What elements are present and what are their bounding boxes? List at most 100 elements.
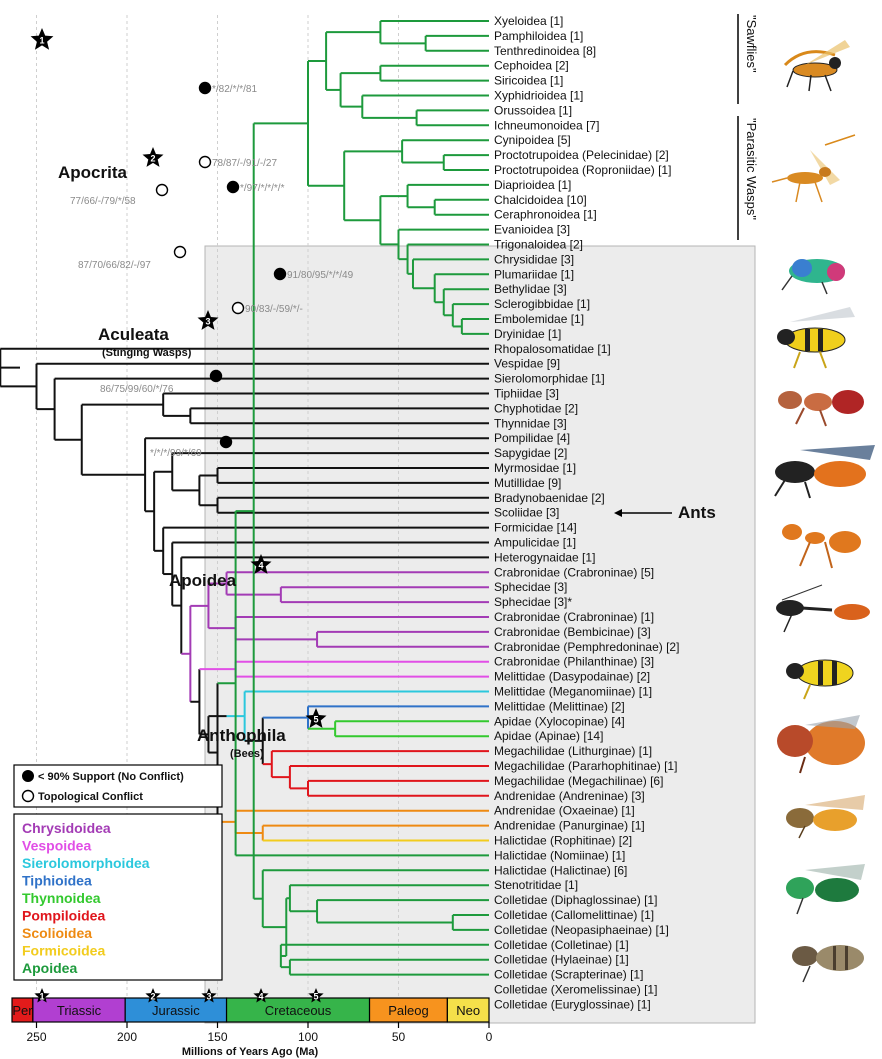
taxon-label: Melittidae (Melittinae) [2] (494, 699, 625, 713)
taxon-label: Heterogynaidae [1] (494, 550, 595, 564)
axis-tick-label: 50 (392, 1030, 406, 1044)
period-label: Cretaceous (265, 1003, 332, 1018)
cuckoo-wasp-photo (772, 246, 867, 296)
taxon-label: Xyphidrioidea [1] (494, 89, 583, 103)
node-star-5-number: 5 (313, 715, 318, 725)
taxon-label: Halictidae (Halictinae) [6] (494, 863, 627, 877)
taxon-label: Thynnidae [3] (494, 416, 567, 430)
aculeata-panel (205, 246, 755, 1023)
legend-conflict-label: Topological Conflict (38, 791, 143, 803)
ant-photo (770, 510, 870, 570)
taxon-label: Pompilidae [4] (494, 431, 570, 445)
taxon-label: Sphecidae [3]* (494, 595, 572, 609)
period-label: Jurassic (152, 1003, 200, 1018)
taxon-label: Colletidae (Euryglossinae) [1] (494, 997, 651, 1011)
parasitic-wasp-photo (770, 130, 860, 210)
axis-tick-label: 100 (298, 1030, 318, 1044)
taxon-label: Crabronidae (Philanthinae) [3] (494, 655, 654, 669)
superfamily-pompiloidea: Pompiloidea (22, 908, 105, 924)
superfamily-tiphioidea: Tiphioidea (22, 873, 92, 889)
support-value: 78/87/-/91/-/27 (212, 158, 277, 169)
sawfly-photo (775, 25, 865, 95)
taxon-label: Myrmosidae [1] (494, 461, 576, 475)
taxon-label: Colletidae (Neopasiphaeinae) [1] (494, 923, 669, 937)
support-value: 91/80/95/*/*/49 (287, 270, 354, 281)
taxon-label: Cynipoidea [5] (494, 133, 571, 147)
taxon-label: Diaprioidea [1] (494, 178, 571, 192)
taxon-label: Trigonaloidea [2] (494, 238, 583, 252)
taxon-label: Halictidae (Rophitinae) [2] (494, 834, 632, 848)
anthophila-sublabel: (Bees) (230, 748, 264, 760)
taxon-label: Chyphotidae [2] (494, 401, 578, 415)
support-value: */*/*/99/*/69 (150, 448, 202, 459)
sweat-bee-photo (765, 858, 875, 918)
superfamily-thynnoidea: Thynnoidea (22, 890, 101, 906)
sawflies-label: "Sawflies" (744, 15, 759, 73)
taxon-label: Crabronidae (Pemphredoninae) [2] (494, 640, 679, 654)
anthophila-label: Anthophila (197, 726, 286, 745)
axis-tick-label: 0 (486, 1030, 493, 1044)
aculeata-label: Aculeata (98, 325, 169, 344)
mining-bee-photo (765, 790, 875, 840)
taxon-label: Cephoidea [2] (494, 59, 569, 73)
bar-star-2-number: 2 (150, 992, 155, 1002)
taxon-label: Colletidae (Xeromelissinae) [1] (494, 983, 657, 997)
support-value: */82/*/*/81 (212, 84, 257, 95)
taxon-label: Colletidae (Diphaglossinae) [1] (494, 893, 657, 907)
taxon-label: Chalcidoidea [10] (494, 193, 587, 207)
conflict-dot (233, 303, 244, 314)
taxon-label: Bethylidae [3] (494, 282, 567, 296)
axis-tick-label: 200 (117, 1030, 137, 1044)
aculeata-sublabel: (Stinging Wasps) (102, 347, 192, 359)
bar-star-5-number: 5 (313, 992, 318, 1002)
apocrita-label: Apocrita (58, 163, 128, 182)
taxon-label: Chrysididae [3] (494, 252, 574, 266)
conflict-dot (200, 157, 211, 168)
taxon-label: Xyeloidea [1] (494, 14, 563, 28)
taxon-label: Scoliidae [3] (494, 506, 559, 520)
apoidea-label: Apoidea (169, 571, 237, 590)
node-star-4-number: 4 (258, 561, 263, 571)
support-value: 90/83/-/59/*/- (245, 304, 303, 315)
bar-star-3-number: 3 (206, 992, 211, 1002)
taxon-label: Ceraphronoidea [1] (494, 208, 597, 222)
taxon-label: Sapygidae [2] (494, 446, 567, 460)
conflict-dot (175, 247, 186, 258)
taxon-label: Colletidae (Colletinae) [1] (494, 938, 629, 952)
period-label: Neo (456, 1003, 480, 1018)
period-label: Per (12, 1003, 33, 1018)
superfamily-chrysidoidea: Chrysidoidea (22, 820, 111, 836)
support-value: 77/66/-/79/*/58 (70, 196, 136, 207)
superfamily-apoidea: Apoidea (22, 960, 77, 976)
taxon-label: Vespidae [9] (494, 357, 560, 371)
legend-conflict-dot (23, 791, 34, 802)
axis-tick-label: 150 (207, 1030, 227, 1044)
taxon-label: Embolemidae [1] (494, 312, 584, 326)
period-label: Triassic (57, 1003, 102, 1018)
taxon-label: Megachilidae (Megachilinae) [6] (494, 774, 663, 788)
conflict-dot (157, 185, 168, 196)
taxon-label: Melittidae (Meganomiinae) [1] (494, 685, 652, 699)
bee-wasp-photo (770, 645, 875, 700)
taxon-label: Plumariidae [1] (494, 267, 574, 281)
period-label: Paleog (388, 1003, 428, 1018)
taxon-label: Sphecidae [3] (494, 580, 567, 594)
taxon-label: Colletidae (Scrapterinae) [1] (494, 968, 643, 982)
bar-star-4-number: 4 (258, 992, 263, 1002)
superfamily-sierolomorphoidea: Sierolomorphoidea (22, 855, 150, 871)
taxon-label: Colletidae (Hylaeinae) [1] (494, 953, 629, 967)
superfamily-scolioidea: Scolioidea (22, 925, 92, 941)
taxon-label: Megachilidae (Pararhophitinae) [1] (494, 759, 677, 773)
taxon-label: Crabronidae (Bembicinae) [3] (494, 625, 651, 639)
ants-label: Ants (678, 503, 716, 522)
support-dot (275, 269, 286, 280)
node-star-1-number: 1 (39, 36, 44, 46)
support-value: 86/75/99/60/*/76 (100, 384, 174, 395)
taxon-label: Orussoidea [1] (494, 103, 572, 117)
taxon-label: Apidae (Xylocopinae) [4] (494, 714, 625, 728)
taxon-label: Stenotritidae [1] (494, 878, 578, 892)
support-value: */97/*/*/*/* (240, 183, 285, 194)
node-star-2-number: 2 (150, 154, 155, 164)
taxon-label: Evanioidea [3] (494, 223, 570, 237)
